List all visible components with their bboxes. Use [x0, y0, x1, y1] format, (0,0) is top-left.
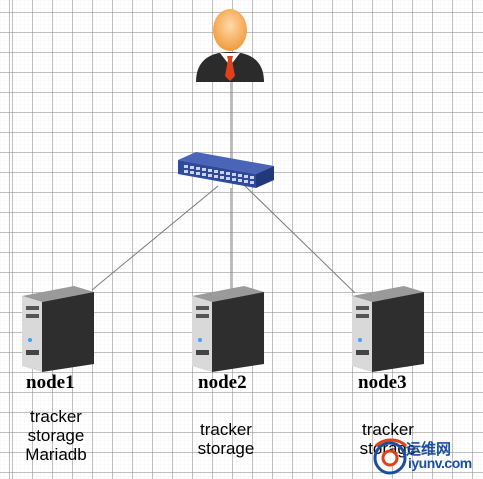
watermark-title: 运维网 — [406, 440, 452, 458]
switch-node1-link — [91, 185, 219, 291]
server-icon — [352, 286, 424, 372]
network-switch-icon — [178, 152, 274, 188]
role-label: tracker — [200, 420, 252, 439]
node2-roles: tracker storage — [188, 420, 264, 458]
node1-roles: tracker storage Mariadb — [18, 407, 94, 464]
user-icon — [196, 9, 264, 82]
role-label: tracker — [30, 407, 82, 426]
role-label: Mariadb — [25, 445, 87, 464]
watermark: 运维网 iyunv.com — [370, 436, 480, 476]
role-label: tracker — [362, 420, 414, 439]
node-label-node2: node2 — [198, 372, 247, 393]
watermark-url: iyunv.com — [408, 455, 472, 471]
server-icon — [22, 286, 94, 372]
switch-node3-link — [244, 185, 356, 294]
role-label: storage — [197, 439, 255, 458]
watermark-logo-icon — [373, 438, 408, 475]
server-icon — [192, 286, 264, 372]
node-label-node1: node1 — [26, 372, 75, 393]
role-label: storage — [27, 426, 85, 445]
node-label-node3: node3 — [358, 372, 407, 393]
